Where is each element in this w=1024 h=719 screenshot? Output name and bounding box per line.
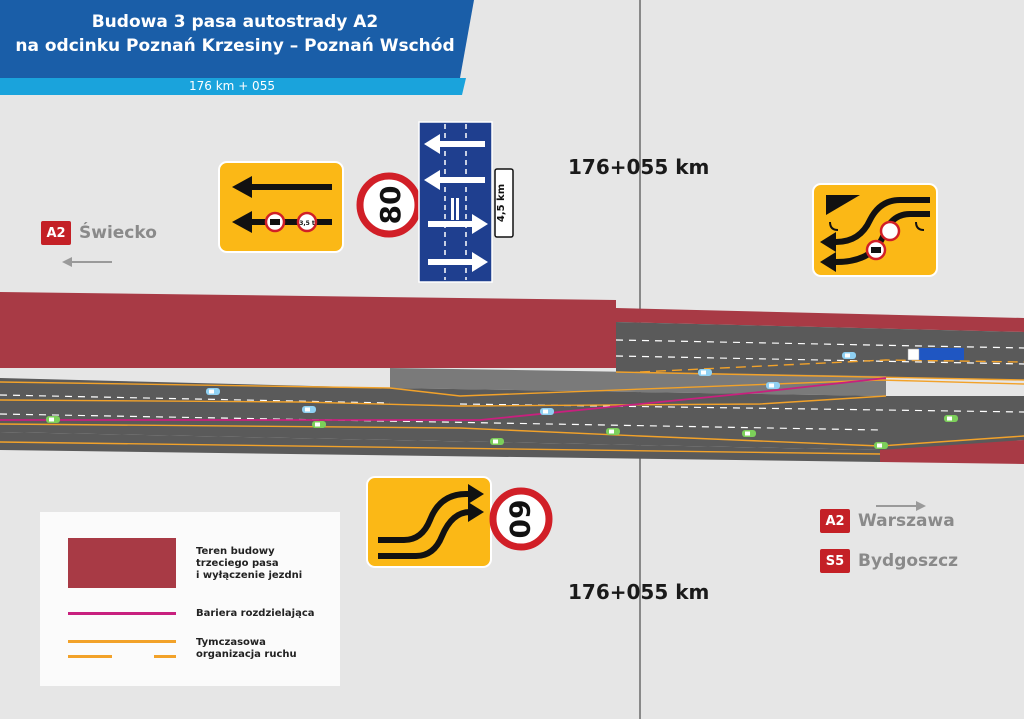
speed-limit-60-value: 60	[503, 500, 536, 539]
km-label-bottom: 176+055 km	[568, 580, 710, 604]
road-main	[0, 378, 1024, 450]
destination-east-1: A2 Warszawa	[820, 509, 955, 533]
weight-limit-label: 3,5 t	[299, 220, 315, 227]
speed-limit-60-sign: 60	[489, 487, 553, 551]
speed-limit-80-sign: 80	[356, 172, 422, 238]
speed-limit-80-value: 80	[374, 186, 407, 225]
cars	[46, 352, 958, 449]
diversion-sign-right	[812, 183, 938, 277]
car	[766, 382, 780, 389]
car	[490, 438, 504, 445]
weight-limit-icon	[296, 211, 318, 233]
legend-construction-swatch	[68, 538, 176, 588]
distance-label: 4,5 km	[496, 184, 507, 222]
legend-temporary-swatch-dash	[154, 655, 176, 658]
distance-plate: 4,5 km	[494, 168, 514, 238]
destination-west: A2 Świecko	[41, 221, 157, 245]
car	[312, 421, 326, 428]
legend: Teren budowy trzeciego pasa i wyłączenie…	[40, 512, 340, 686]
car	[206, 388, 220, 395]
lane-shift-sign	[366, 476, 492, 568]
car	[842, 352, 856, 359]
page-title-line2: na odcinku Poznań Krzesiny – Poznań Wsch…	[15, 36, 455, 56]
lane-arrangement-sign	[418, 121, 493, 283]
header-banner	[0, 0, 474, 78]
car	[540, 408, 554, 415]
car	[46, 416, 60, 423]
legend-barrier-label: Bariera rozdzielająca	[196, 608, 315, 619]
header-subbanner	[0, 78, 466, 95]
arrow-right-icon	[876, 501, 926, 511]
page-title-line1: Budowa 3 pasa autostrady A2	[91, 12, 379, 32]
car	[698, 369, 712, 376]
page-subtitle: 176 km + 055	[189, 79, 275, 93]
legend-temporary-swatch-dash	[68, 655, 112, 658]
car	[606, 428, 620, 435]
temporary-organisation-lines	[0, 359, 1024, 455]
road-badge: A2	[820, 509, 850, 533]
truck	[907, 348, 964, 361]
destination-name: Świecko	[79, 223, 157, 243]
weight-limit-icon	[879, 220, 901, 242]
page-title: Budowa 3 pasa autostrady A2 na odcinku P…	[0, 10, 470, 58]
road-east-upper	[616, 322, 1024, 380]
destination-name: Bydgoszcz	[858, 551, 959, 571]
arrow-left-icon	[62, 257, 112, 267]
car	[874, 442, 888, 449]
legend-temporary-label: Tymczasowa organizacja ruchu	[196, 637, 297, 660]
destination-name: Warszawa	[858, 511, 955, 531]
construction-zone-west	[0, 292, 616, 368]
construction-zone-east	[616, 308, 1024, 332]
car	[944, 415, 958, 422]
road-badge: S5	[820, 549, 850, 573]
destination-east-2: S5 Bydgoszcz	[820, 549, 958, 573]
legend-barrier-swatch	[68, 612, 176, 615]
legend-temporary-swatch-solid	[68, 640, 176, 643]
separating-barrier	[0, 377, 887, 421]
km-label-top: 176+055 km	[568, 155, 710, 179]
car	[742, 430, 756, 437]
legend-construction-label: Teren budowy trzeciego pasa i wyłączenie…	[196, 546, 303, 581]
road-badge: A2	[41, 221, 71, 245]
lane-closure-sign-left: 3,5 t	[218, 161, 344, 253]
car	[302, 406, 316, 413]
road-main-lower	[0, 432, 880, 462]
